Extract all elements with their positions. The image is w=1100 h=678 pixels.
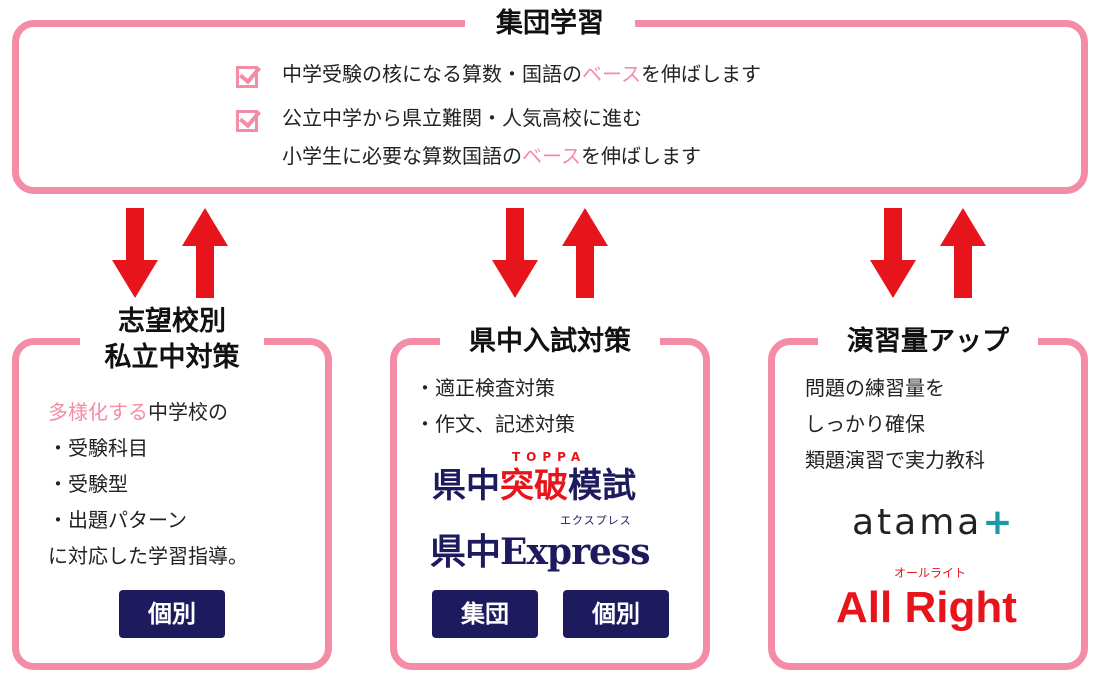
all-right-ruby: オールライト bbox=[894, 566, 967, 580]
plus-icon: + bbox=[982, 502, 1016, 543]
text: 県中Express bbox=[430, 531, 650, 573]
checkbox-icon bbox=[236, 110, 258, 132]
text: 突破 bbox=[500, 466, 568, 506]
center-line: ・適正検査対策 bbox=[415, 376, 555, 400]
left-line: ・受験型 bbox=[48, 472, 128, 496]
atama-plus-logo: atama+ bbox=[852, 502, 1016, 544]
right-line: しっかり確保 bbox=[805, 412, 925, 436]
text: 県中 bbox=[432, 466, 500, 506]
arrow-up-icon bbox=[182, 208, 228, 298]
text: を伸ばします bbox=[641, 62, 761, 86]
kenchu-express-logo: 県中Express bbox=[430, 531, 650, 573]
all-right-logo: All Right bbox=[836, 584, 1017, 632]
arrow-down-icon bbox=[112, 208, 158, 298]
left-line: ・出題パターン bbox=[48, 508, 187, 532]
individual-badge: 個別 bbox=[119, 590, 225, 638]
express-ruby: エクスプレス bbox=[560, 514, 632, 527]
text: ベース bbox=[582, 62, 641, 86]
top-item-2-line2: 小学生に必要な算数国語のベースを伸ばします bbox=[282, 138, 701, 174]
group-study-title: 集団学習 bbox=[465, 6, 635, 42]
toppa-ruby: TOPPA bbox=[512, 450, 587, 464]
practice-title: 演習量アップ bbox=[818, 324, 1038, 360]
right-line: 問題の練習量を bbox=[805, 376, 945, 400]
left-line: に対応した学習指導。 bbox=[48, 544, 248, 568]
center-line: ・作文、記述対策 bbox=[415, 412, 575, 436]
text: 中学受験の核になる算数・国語の bbox=[282, 62, 582, 86]
title-line: 私立中対策 bbox=[104, 342, 240, 373]
right-line: 類題演習で実力教科 bbox=[805, 448, 985, 472]
arrow-up-icon bbox=[940, 208, 986, 298]
group-badge: 集団 bbox=[432, 590, 538, 638]
left-line: ・受験科目 bbox=[48, 436, 148, 460]
text: 小学生に必要な算数国語の bbox=[282, 144, 522, 168]
arrow-up-icon bbox=[562, 208, 608, 298]
text: All Right bbox=[836, 583, 1017, 632]
arrow-down-icon bbox=[492, 208, 538, 298]
title-line: 志望校別 bbox=[118, 306, 226, 337]
individual-badge: 個別 bbox=[563, 590, 669, 638]
text: を伸ばします bbox=[581, 144, 701, 168]
top-item-2-line1: 公立中学から県立難関・人気高校に進む bbox=[282, 106, 642, 130]
prefectural-prep-title: 県中入試対策 bbox=[440, 324, 660, 360]
text: ベース bbox=[522, 144, 581, 168]
text: 中学校の bbox=[148, 400, 228, 424]
top-item-1: 中学受験の核になる算数・国語のベースを伸ばします bbox=[282, 56, 761, 92]
text: 模試 bbox=[568, 466, 636, 506]
text: 多様化する bbox=[48, 400, 148, 424]
left-lead: 多様化する中学校の bbox=[48, 394, 228, 430]
private-prep-title: 志望校別私立中対策 bbox=[80, 304, 264, 376]
text: atama bbox=[852, 502, 983, 543]
checkbox-icon bbox=[236, 66, 258, 88]
arrow-down-icon bbox=[870, 208, 916, 298]
toppa-mock-exam-logo: 県中突破模試 bbox=[432, 468, 636, 504]
